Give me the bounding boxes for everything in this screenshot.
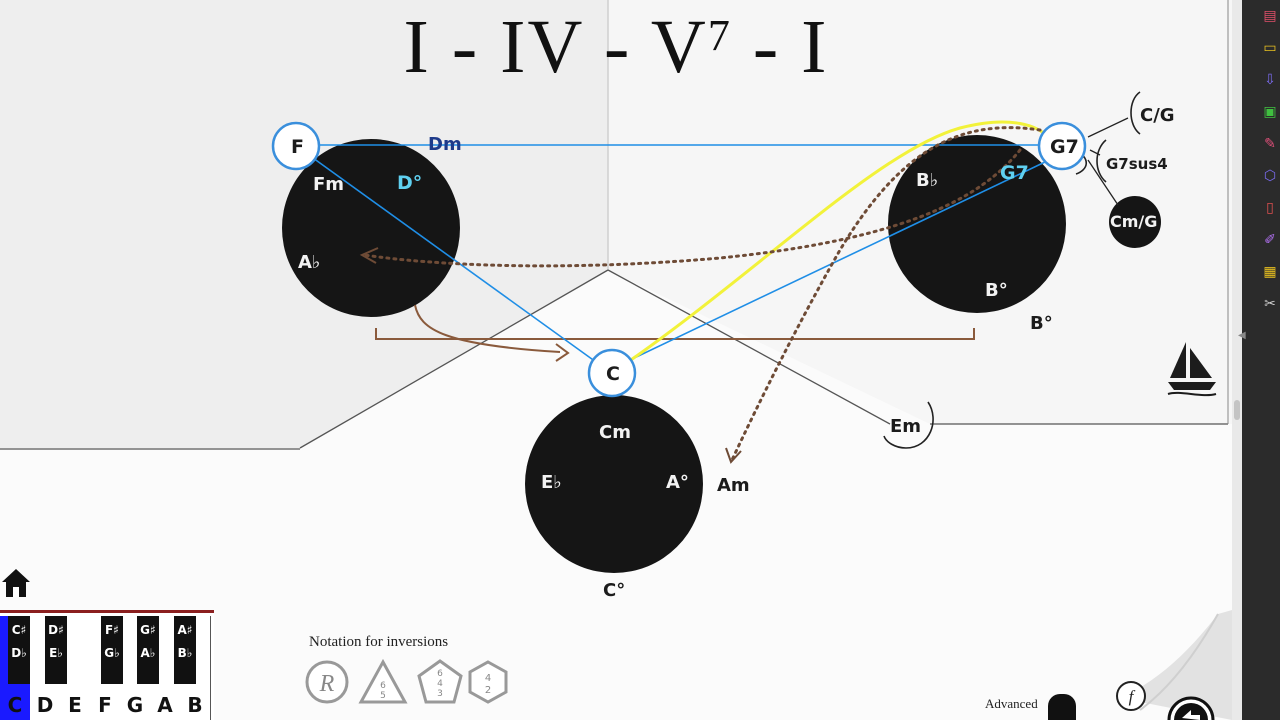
svg-text:6: 6	[437, 669, 443, 679]
chord-bdim-inner-label: B°	[985, 280, 1008, 301]
node-rings	[271, 121, 1087, 398]
page-curl[interactable]	[1100, 610, 1232, 720]
back-arrow-icon[interactable]	[1166, 696, 1216, 720]
chord-ab-label: A♭	[298, 252, 321, 273]
tonic-circle	[525, 395, 703, 573]
third-inversion-symbol: 4 2	[468, 660, 508, 704]
svg-text:2: 2	[485, 685, 491, 696]
share-icon[interactable]: ⇩	[1264, 72, 1276, 88]
node-c-label[interactable]: C	[606, 363, 620, 385]
piano-keyboard[interactable]: C D E F G A B C♯D♭ D♯E♭ F♯G♭ G♯A♭ A♯B♭	[0, 610, 214, 720]
dominant-circle	[888, 135, 1066, 313]
chord-bb-label: B♭	[916, 170, 939, 191]
chord-fm-label: Fm	[313, 174, 345, 195]
svg-text:3: 3	[437, 689, 443, 699]
second-inversion-symbol: 6 4 3	[417, 659, 463, 704]
black-key-c-sharp[interactable]: C♯D♭	[8, 616, 30, 684]
svg-text:R: R	[319, 671, 335, 697]
ring-g7	[1037, 121, 1087, 171]
chord-cm-label: Cm	[599, 422, 631, 443]
node-f-label[interactable]: F	[291, 136, 304, 158]
black-key-d-sharp[interactable]: D♯E♭	[45, 616, 67, 684]
cm-over-g-circle	[1109, 196, 1161, 248]
node-g7-label[interactable]: G7	[1050, 136, 1079, 158]
sailboat-icon	[1167, 342, 1217, 397]
chord-g7-inner-label: G7	[1000, 162, 1029, 184]
black-key-f-sharp[interactable]: F♯G♭	[101, 616, 123, 684]
svg-text:5: 5	[380, 691, 386, 701]
collapse-arrow-icon[interactable]: ◀	[1238, 330, 1246, 341]
black-key-g-sharp[interactable]: G♯A♭	[137, 616, 159, 684]
chord-em-label: Em	[890, 416, 922, 437]
notation-title: Notation for inversions	[309, 634, 449, 650]
first-inversion-symbol: 6 5	[358, 658, 408, 704]
chord-ddim-label: D°	[397, 172, 423, 194]
export-icon[interactable]: ▣	[1263, 104, 1277, 120]
svg-text:6: 6	[380, 681, 386, 691]
ring-c	[587, 348, 637, 398]
chord-bdim-outer-label: B°	[1030, 313, 1053, 334]
chord-circles	[282, 135, 1161, 573]
advanced-label: Advanced	[985, 696, 1038, 711]
advanced-toggle[interactable]	[1048, 694, 1076, 720]
chord-c-over-g-label: C/G	[1140, 105, 1175, 126]
connection-lines	[312, 91, 1141, 464]
f-button[interactable]: f	[1114, 679, 1148, 713]
chord-cdim-label: C°	[603, 580, 626, 601]
tools-icon[interactable]: ✂	[1264, 296, 1276, 312]
page-title: I - IV - V7 - I	[403, 5, 829, 89]
scan-icon[interactable]: ▦	[1263, 264, 1277, 280]
tools-sidebar: ◀	[1238, 0, 1280, 720]
shield-icon[interactable]: ⬡	[1263, 168, 1277, 184]
comment-icon[interactable]: ▭	[1263, 40, 1277, 56]
diagram-canvas: I - IV - V7 - I F Dm Fm D° A♭ G7 B♭ G7 B…	[0, 0, 1232, 720]
notation-symbols: R 6 5 6 4 3 4 2	[305, 658, 508, 704]
scrollbar-thumb[interactable]	[1234, 400, 1240, 420]
chord-cm-over-g-label: Cm/G	[1110, 212, 1158, 231]
ring-f	[271, 121, 321, 171]
root-symbol: R	[305, 660, 349, 704]
svg-text:4: 4	[437, 679, 443, 689]
sign-icon[interactable]: ✐	[1264, 232, 1276, 248]
layout-icon[interactable]: ▤	[1263, 8, 1277, 24]
edit-icon[interactable]: ✎	[1264, 136, 1276, 152]
subdominant-circle	[282, 139, 460, 317]
black-key-a-sharp[interactable]: A♯B♭	[174, 616, 196, 684]
chord-eb-label: E♭	[541, 472, 562, 493]
chord-g7sus4-label: G7sus4	[1106, 155, 1168, 173]
home-icon[interactable]	[0, 566, 32, 600]
chord-am-label: Am	[717, 475, 750, 496]
chord-adim-label: A°	[666, 472, 689, 493]
svg-text:4: 4	[485, 673, 491, 684]
pdf-icon[interactable]: ▯	[1266, 200, 1274, 216]
node-dm-label: Dm	[428, 134, 462, 155]
sidebar-gutter	[1232, 0, 1242, 720]
svg-text:f: f	[1129, 687, 1136, 706]
